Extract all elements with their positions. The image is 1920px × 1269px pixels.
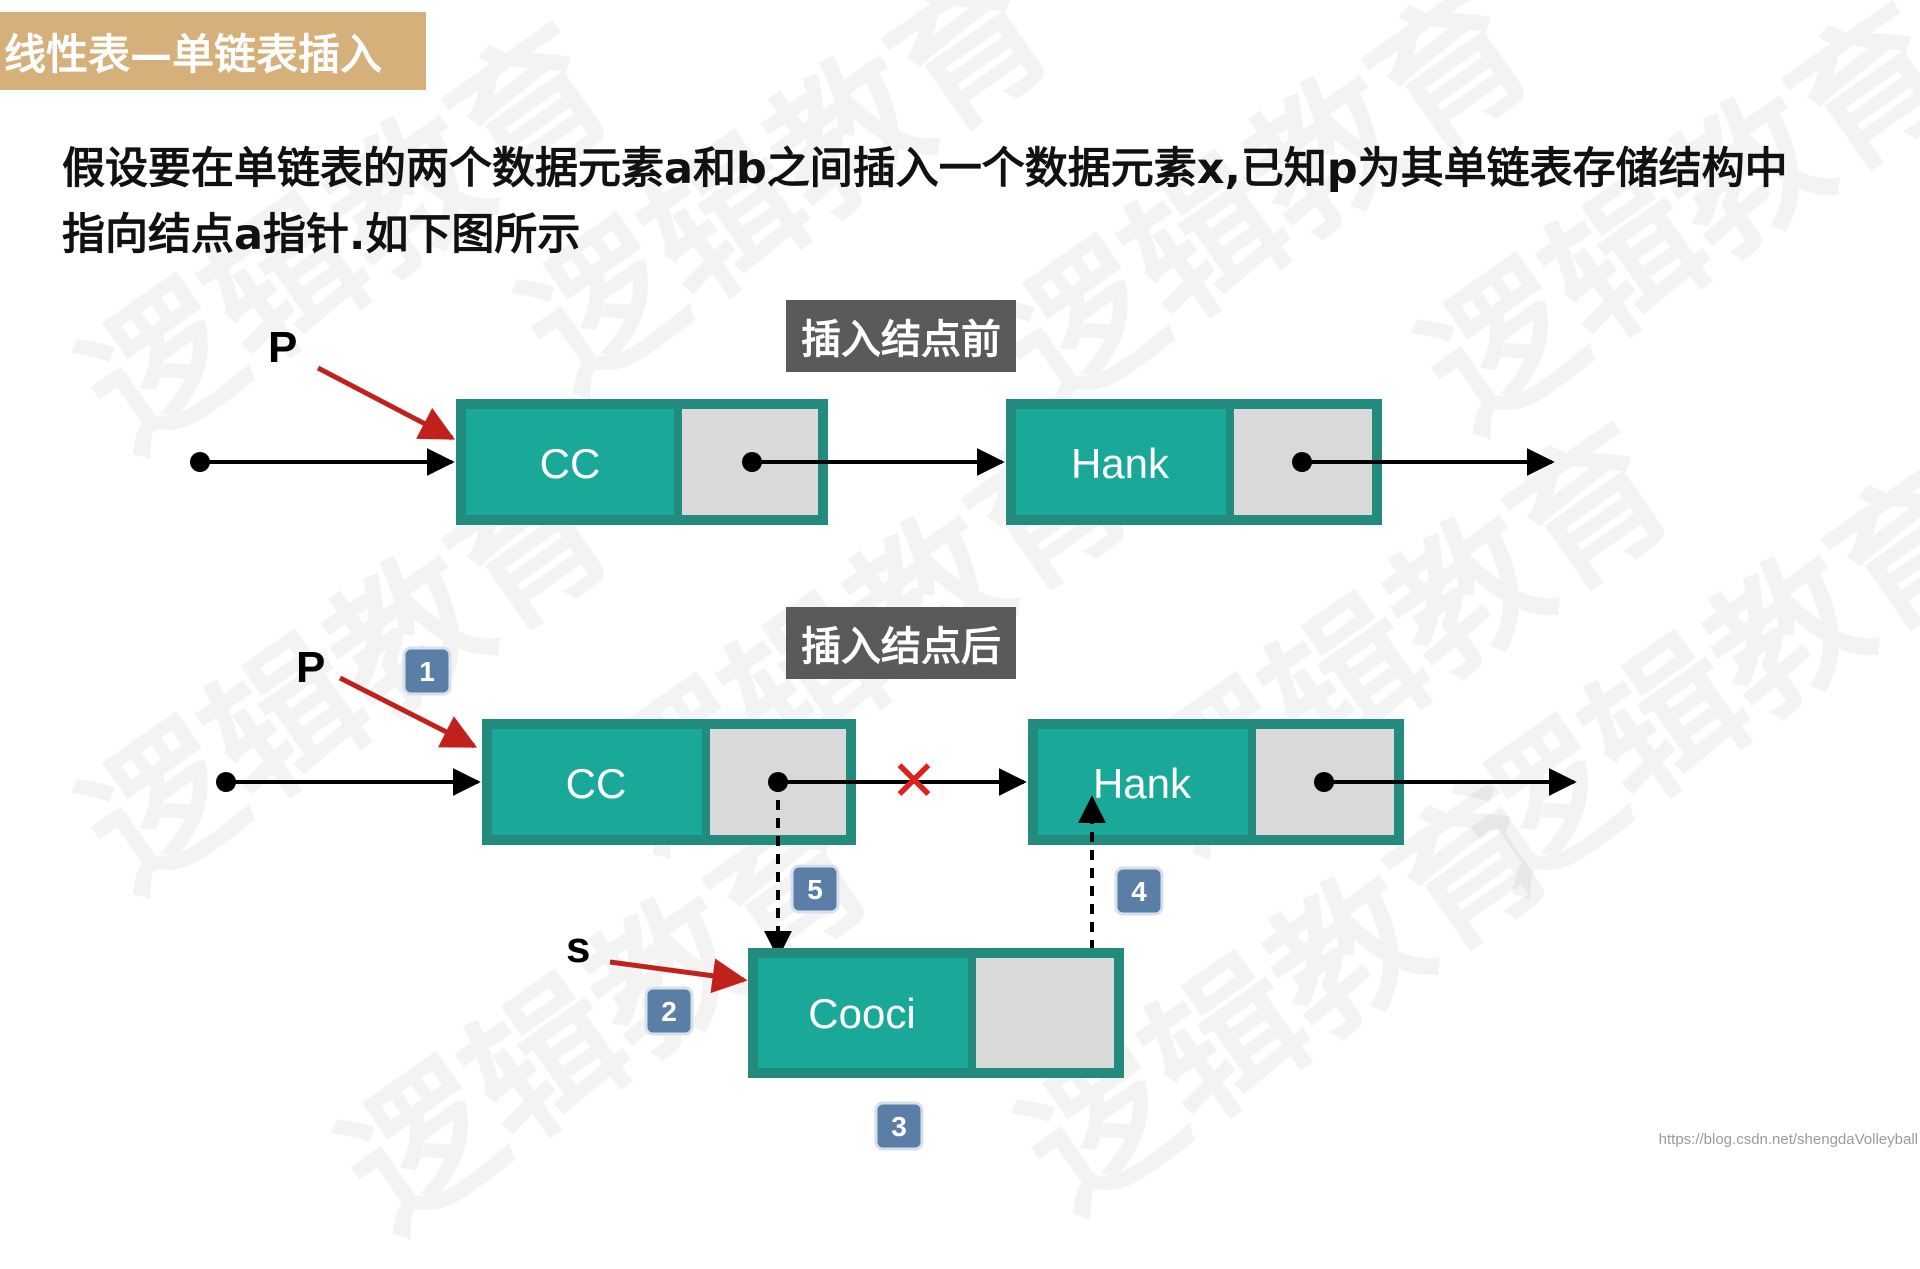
node-cooci: Cooci — [748, 948, 1124, 1078]
node-cc-label: CC — [540, 440, 601, 487]
step-badge-1: 1 — [402, 646, 452, 696]
svg-text:4: 4 — [1131, 876, 1147, 907]
node-hank-label: Hank — [1093, 760, 1192, 807]
pointer-p-label: P — [296, 643, 325, 692]
slide-title: 线性表—单链表插入 — [0, 12, 426, 90]
node-cc: CC — [456, 399, 828, 525]
step-badge-4: 4 — [1114, 866, 1164, 916]
node-cooci-label: Cooci — [808, 990, 915, 1037]
pointer-s-arrow — [609, 958, 748, 994]
pointer-s-label: s — [566, 923, 590, 972]
step-badge-2: 2 — [644, 986, 694, 1036]
svg-text:2: 2 — [661, 996, 677, 1027]
node-hank-label: Hank — [1071, 440, 1170, 487]
description: 假设要在单链表的两个数据元素a和b之间插入一个数据元素x,已知p为其单链表存储结… — [62, 136, 1902, 268]
step-badge-3: 3 — [874, 1101, 924, 1151]
svg-text:1: 1 — [419, 656, 435, 687]
before-label: 插入结点前 — [786, 300, 1016, 372]
source-url: https://blog.csdn.net/shengdaVolleyball — [1658, 1131, 1918, 1148]
linked-list-diagram: P CC Hank P CC ✕ Hank s — [190, 323, 1577, 1151]
pointer-p-arrow — [316, 365, 456, 441]
svg-text:5: 5 — [807, 874, 823, 905]
node-hank: Hank — [1006, 399, 1382, 525]
svg-text:3: 3 — [891, 1111, 907, 1142]
cross-mark: ✕ — [891, 749, 938, 814]
description-line-1: 假设要在单链表的两个数据元素a和b之间插入一个数据元素x,已知p为其单链表存储结… — [62, 144, 1788, 194]
step-badge-5: 5 — [790, 864, 840, 914]
description-line-2: 指向结点a指针.如下图所示 — [62, 210, 581, 260]
pointer-p-label: P — [268, 323, 297, 372]
node-cc-label: CC — [566, 760, 627, 807]
after-label: 插入结点后 — [786, 607, 1016, 679]
pointer-p-arrow — [338, 675, 478, 749]
